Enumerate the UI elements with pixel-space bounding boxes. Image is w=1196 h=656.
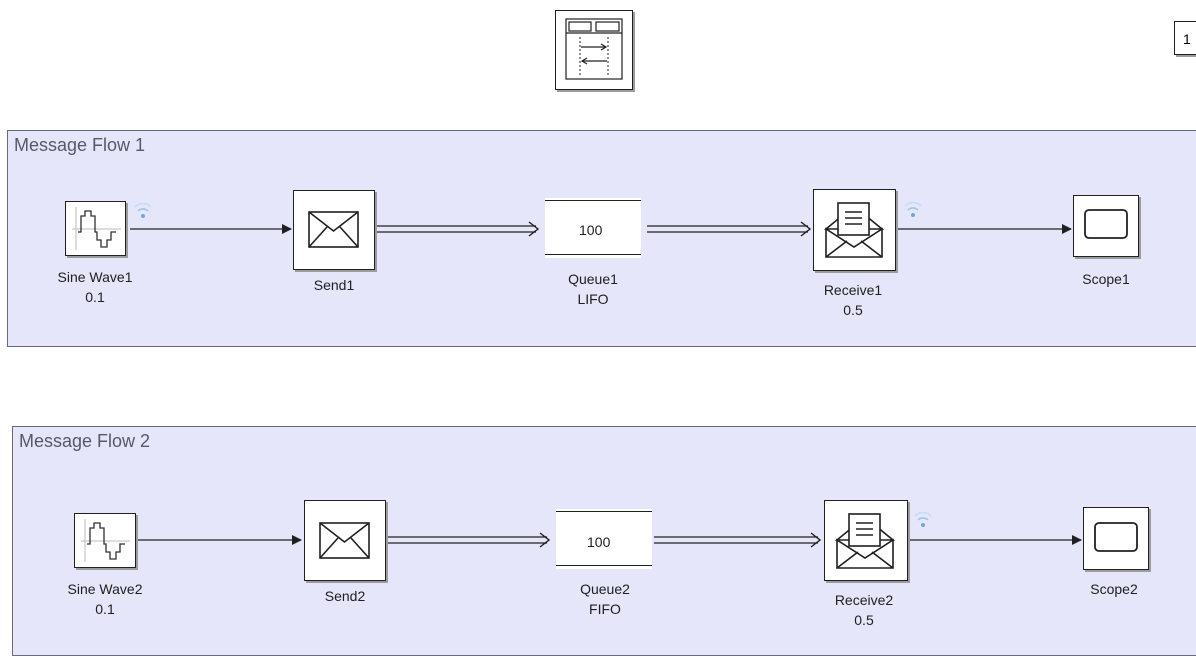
sine-wave-block[interactable] (74, 513, 136, 568)
receive-block[interactable] (813, 189, 896, 271)
wireless-signal-icon (904, 201, 922, 217)
area-title: Message Flow 2 (19, 431, 151, 451)
block-param-label: FIFO (589, 601, 621, 617)
block-name-label: Queue1 (568, 271, 618, 287)
queue-block[interactable]: 100 (556, 509, 652, 569)
send-block[interactable] (293, 190, 375, 270)
receive-block[interactable] (824, 500, 908, 581)
block-param-label: 0.1 (85, 289, 105, 305)
wireless-signal-icon (134, 202, 152, 218)
block-name-label: Send1 (313, 277, 355, 293)
envelope-icon (308, 211, 359, 248)
envelope-icon (319, 522, 370, 559)
sine-wave-icon (81, 519, 130, 562)
block-param-label: LIFO (577, 291, 609, 307)
message-line (647, 221, 812, 237)
block-name-label: Sine Wave1 (57, 269, 133, 285)
scope-icon (1094, 522, 1138, 552)
scope-block[interactable] (1073, 195, 1139, 257)
message-viewer-block[interactable] (555, 10, 633, 90)
corner-block[interactable]: 1 (1174, 21, 1196, 55)
message-line (386, 532, 551, 548)
block-param-label: 0.5 (854, 612, 874, 628)
message-line (375, 221, 540, 237)
wireless-signal-icon (914, 511, 932, 527)
area-title: Message Flow 1 (14, 135, 146, 155)
block-param-label: 0.5 (843, 302, 863, 318)
block-name-label: Send2 (324, 588, 366, 604)
block-name-label: Queue2 (580, 581, 630, 597)
block-name-label: Scope1 (1082, 271, 1130, 287)
block-name-label: Receive1 (823, 282, 883, 298)
block-name-label: Sine Wave2 (67, 581, 143, 597)
scope-icon (1084, 209, 1128, 239)
open-envelope-icon (834, 513, 896, 569)
scope-block[interactable] (1083, 507, 1149, 570)
message-line (654, 532, 822, 548)
send-block[interactable] (304, 500, 386, 581)
sine-wave-block[interactable] (65, 201, 126, 256)
queue-block[interactable]: 100 (545, 198, 641, 258)
queue-capacity: 100 (587, 534, 611, 550)
sine-wave-icon (72, 207, 121, 250)
block-name-label: Scope2 (1090, 581, 1138, 597)
open-envelope-icon (823, 202, 885, 258)
queue-capacity: 100 (579, 222, 603, 238)
block-name-label: Receive2 (834, 592, 894, 608)
block-param-label: 0.1 (95, 601, 115, 617)
message-viewer-icon (565, 18, 623, 80)
